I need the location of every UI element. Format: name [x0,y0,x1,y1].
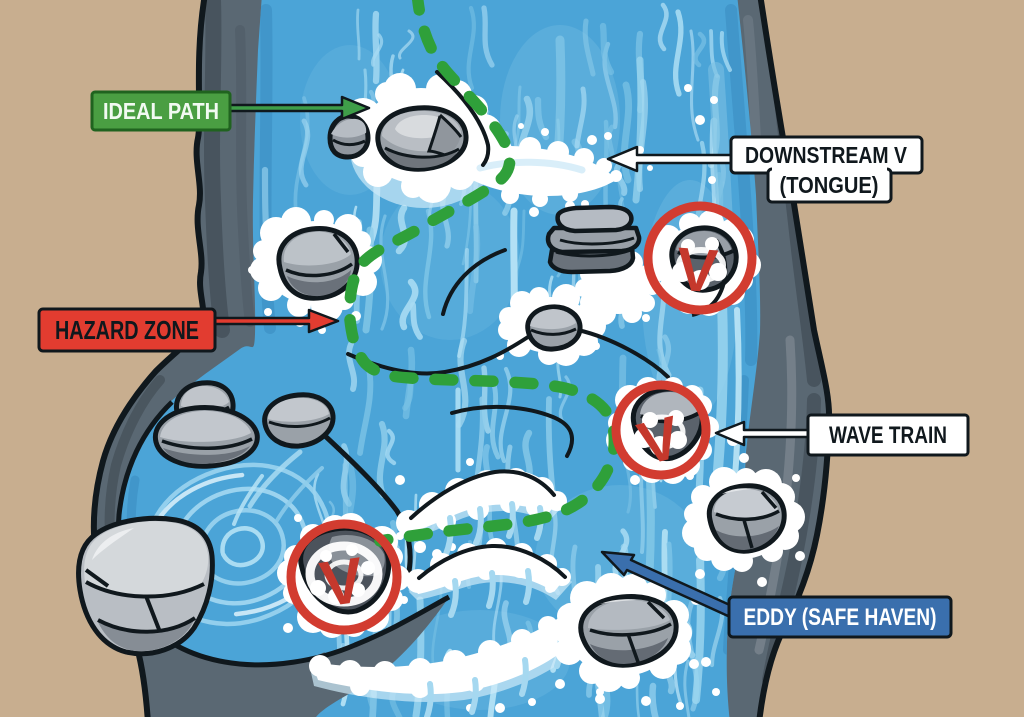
svg-text:EDDY (SAFE HAVEN): EDDY (SAFE HAVEN) [744,604,937,631]
svg-text:V: V [316,543,369,620]
svg-text:WAVE TRAIN: WAVE TRAIN [829,422,947,449]
svg-text:(TONGUE): (TONGUE) [780,172,879,198]
svg-text:HAZARD ZONE: HAZARD ZONE [55,315,199,345]
svg-text:IDEAL PATH: IDEAL PATH [103,98,219,124]
svg-text:DOWNSTREAM V: DOWNSTREAM V [745,142,908,168]
svg-text:V: V [674,235,720,306]
